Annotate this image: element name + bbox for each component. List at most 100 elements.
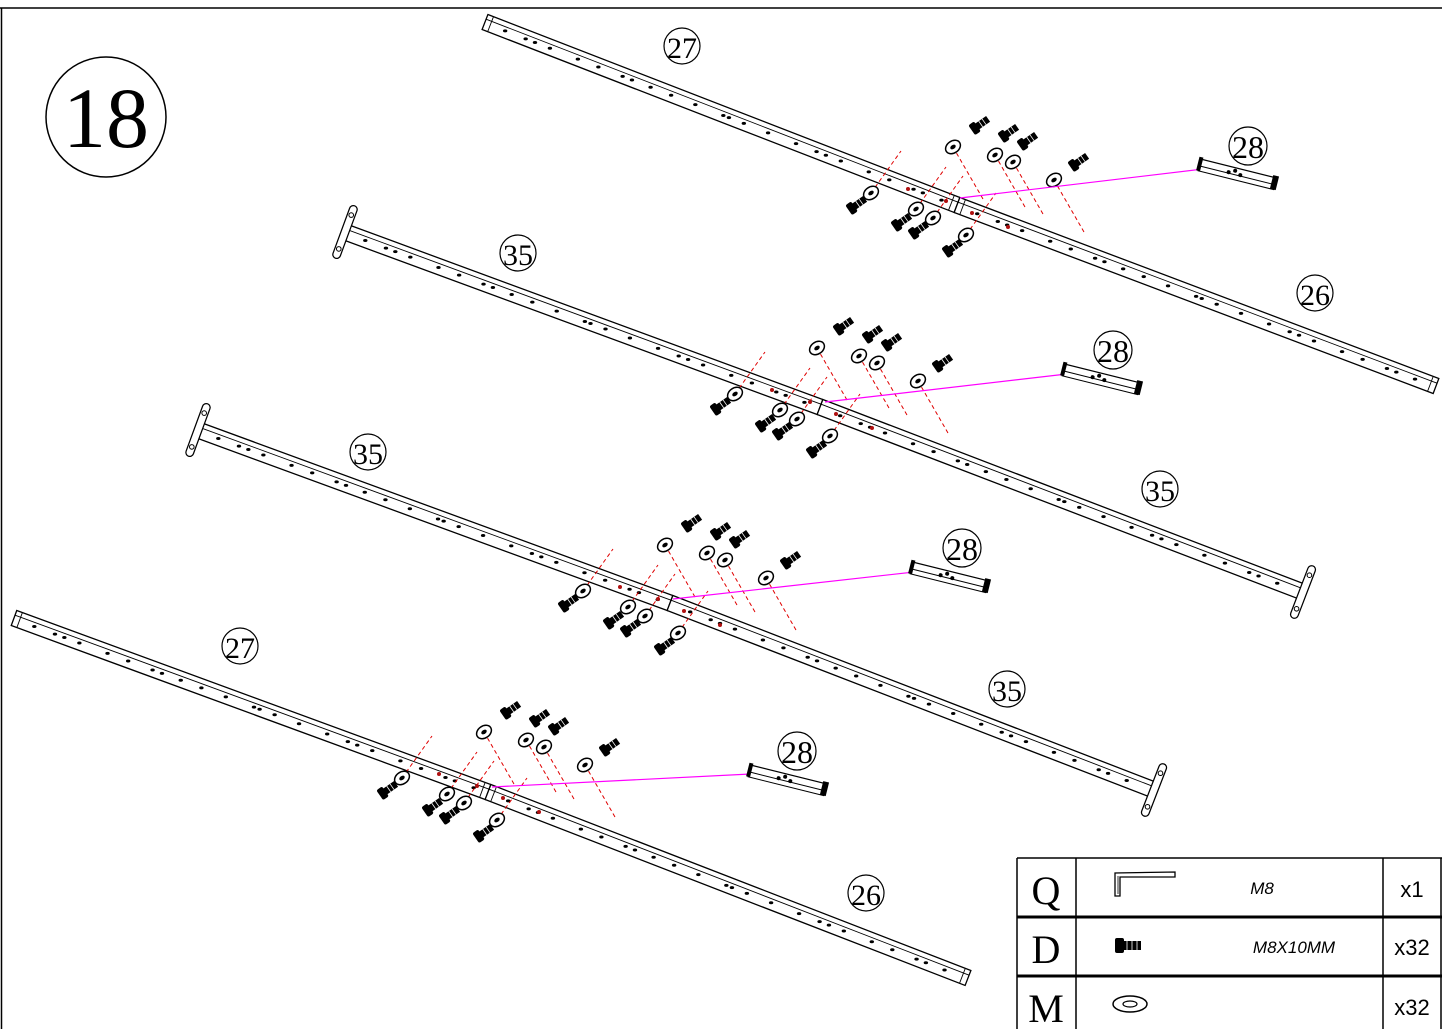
bolt-hole-icon xyxy=(648,85,653,89)
part-label-text: 35 xyxy=(353,438,383,471)
bolt-hole-icon xyxy=(760,638,766,642)
beam-with-foot-icon xyxy=(185,402,674,612)
bolt-hole-icon xyxy=(199,686,204,690)
washer-icon xyxy=(1045,172,1063,188)
bolt-hole-icon xyxy=(911,696,917,700)
bolt-hole-icon xyxy=(833,666,838,670)
leader-line xyxy=(491,772,771,788)
assembly-dashed-line xyxy=(917,380,949,434)
bolt-hole-icon xyxy=(768,901,774,905)
bolt-icon xyxy=(755,413,777,433)
assembly-dashed-line xyxy=(870,150,902,194)
assembly-dashed-line xyxy=(724,559,756,613)
assembly-dashed-line xyxy=(543,746,575,800)
bolt-hole-icon xyxy=(178,678,183,682)
bolt-hole-icon xyxy=(951,711,956,715)
assembly-dashed-line xyxy=(816,347,848,401)
washer-icon xyxy=(808,340,826,356)
bolt-hole-icon xyxy=(77,641,82,645)
bolt-hole-icon xyxy=(599,835,604,839)
hardware-qty: x1 xyxy=(1400,877,1423,902)
washer-icon xyxy=(393,770,411,786)
bolt-hole-icon xyxy=(983,470,989,474)
bolt-hole-icon xyxy=(627,587,632,591)
assembly-dashed-line xyxy=(525,739,557,793)
bolt-hole-icon xyxy=(393,250,398,254)
connector-bracket-icon xyxy=(746,762,830,797)
bolt-hole-icon xyxy=(823,153,829,157)
washer-icon xyxy=(438,786,456,802)
part-label-text: 27 xyxy=(667,32,697,65)
bolt-icon xyxy=(681,513,703,533)
bolt-hole-icon xyxy=(509,292,514,296)
hardware-qty: x32 xyxy=(1394,935,1429,960)
bolt-icon xyxy=(603,610,625,630)
bolt-hole-icon xyxy=(744,891,750,895)
bolt-hole-icon xyxy=(732,627,738,631)
bolt-hole-icon xyxy=(726,116,732,120)
bolt-hole-icon xyxy=(882,431,888,435)
hardware-row: Q M8 x1 xyxy=(1032,868,1424,913)
bolt-hole-icon xyxy=(1256,574,1261,578)
bolt-hole-icon xyxy=(942,968,947,972)
hole-mark xyxy=(1006,225,1010,229)
assembly-dashed-line xyxy=(952,146,984,200)
bolt-hole-icon xyxy=(310,471,315,475)
foot-plate-icon xyxy=(332,204,358,260)
bolt-hole-icon xyxy=(343,483,349,487)
bolt-hole-icon xyxy=(911,187,916,191)
part-label-text: 35 xyxy=(503,239,533,272)
washer-icon xyxy=(716,552,734,568)
hardware-spec: M8 xyxy=(1250,879,1274,898)
hardware-key: M xyxy=(1028,986,1064,1029)
bolt-hole-icon xyxy=(796,912,802,916)
hole-mark xyxy=(770,388,774,392)
part-label-text: 27 xyxy=(225,632,255,665)
bolt-hole-icon xyxy=(1008,734,1014,738)
hole-mark xyxy=(537,810,541,814)
bolt-hole-icon xyxy=(257,707,262,711)
assembly-dashed-line xyxy=(1012,161,1044,215)
bolt-hole-icon xyxy=(1062,500,1067,504)
bolt-hole-icon xyxy=(1174,543,1179,547)
bolt-hole-icon xyxy=(502,29,508,33)
bolt-icon xyxy=(1017,131,1039,151)
bolt-hole-icon xyxy=(814,659,820,663)
hole-mark xyxy=(475,784,479,788)
bolt-hole-icon xyxy=(272,713,277,717)
bolt-hole-icon xyxy=(955,459,961,463)
bolt-hole-icon xyxy=(931,450,936,454)
foot-plate-icon xyxy=(185,402,211,458)
bolt-hole-icon xyxy=(623,844,628,848)
bolt-hole-icon xyxy=(1193,294,1199,298)
bolt-hole-icon xyxy=(261,453,266,457)
part-label-text: 28 xyxy=(1232,129,1264,165)
bolt-hole-icon xyxy=(1101,515,1106,519)
bolt-hole-icon xyxy=(1238,311,1244,315)
bolt-hole-icon xyxy=(575,57,581,61)
bolt-icon xyxy=(891,212,913,232)
bolt-hole-icon xyxy=(603,327,608,331)
bolt-icon xyxy=(710,396,732,416)
bolt-hole-icon xyxy=(1028,487,1033,491)
bolt-hole-icon xyxy=(471,786,476,790)
assembly-dashed-line xyxy=(627,564,659,608)
bolt-hole-icon xyxy=(1275,581,1280,585)
part-label: 35 xyxy=(499,234,537,272)
beam-with-foot-icon xyxy=(816,398,1317,619)
bolt-icon xyxy=(599,737,621,757)
beam-icon xyxy=(484,783,972,987)
bolt-hole-icon xyxy=(435,517,441,521)
bolt-hole-icon xyxy=(1056,498,1061,502)
bolt-hole-icon xyxy=(159,671,165,675)
bolt-hole-icon xyxy=(582,319,588,323)
bolt-hole-icon xyxy=(920,191,926,195)
bolt-hole-icon xyxy=(547,46,553,50)
bolt-hole-icon xyxy=(914,957,919,961)
part-label: 35 xyxy=(1141,470,1179,508)
bolt-hole-icon xyxy=(443,775,448,779)
bolt-hole-icon xyxy=(687,610,693,614)
bolt-hole-icon xyxy=(729,373,734,377)
part-label: 28 xyxy=(777,731,817,771)
connector-bracket-icon xyxy=(1196,156,1280,191)
